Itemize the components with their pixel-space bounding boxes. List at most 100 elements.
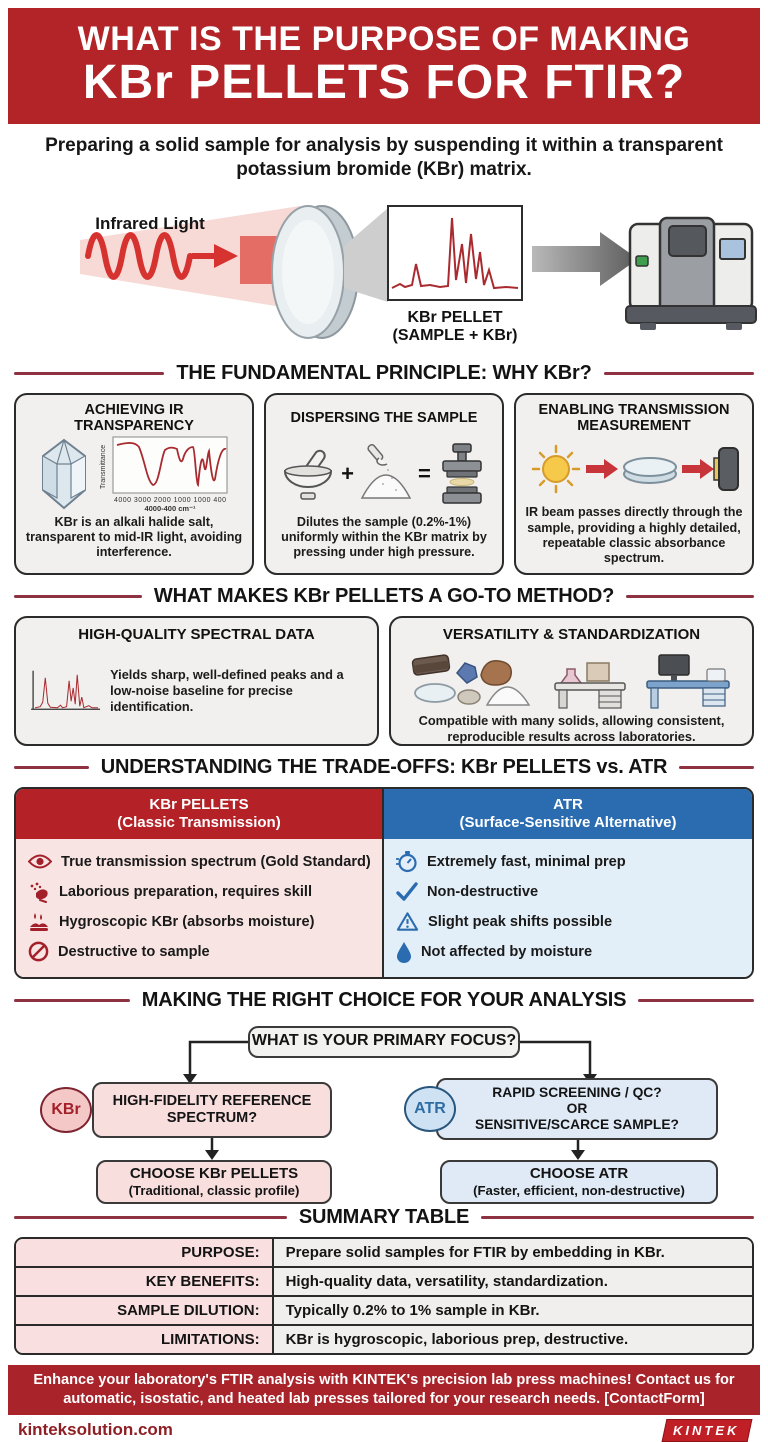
transmittance-chart: Transmittance 4000 3000 2000 1000 1000 4… bbox=[100, 435, 228, 513]
card-versatility: VERSATILITY & STANDARDIZATION bbox=[389, 615, 754, 746]
table-row: LIMITATIONS: KBr is hygroscopic, laborio… bbox=[16, 1325, 752, 1353]
detector-icon bbox=[713, 446, 739, 491]
atr-header-line1: ATR bbox=[553, 795, 583, 813]
section-title-text: THE FUNDAMENTAL PRINCIPLE: WHY KBr? bbox=[176, 361, 592, 384]
hand-prep-icon bbox=[30, 882, 48, 903]
cta-banner: Enhance your laboratory's FTIR analysis … bbox=[8, 1364, 760, 1415]
table-row: KEY BENEFITS: High-quality data, versati… bbox=[16, 1267, 752, 1297]
atr-question-line2: OR bbox=[566, 1100, 588, 1116]
moisture-icon bbox=[30, 912, 48, 931]
no-symbol-icon bbox=[28, 941, 49, 962]
row-label: Hygroscopic KBr (absorbs moisture) bbox=[59, 913, 315, 930]
chart-xlabel: 4000-400 cm⁻¹ bbox=[144, 504, 196, 513]
divider-line bbox=[14, 594, 142, 598]
row-label: Slight peak shifts possible bbox=[428, 913, 613, 930]
kbr-question-line1: HIGH-FIDELITY REFERENCE bbox=[112, 1092, 312, 1109]
table-row: True transmission spectrum (Gold Standar… bbox=[28, 847, 372, 877]
atr-question-line1: RAPID SCREENING / QC? bbox=[492, 1084, 662, 1100]
summary-label: KEY BENEFITS: bbox=[16, 1267, 274, 1295]
projection-cone bbox=[344, 207, 388, 302]
lab-bench-icon bbox=[553, 661, 626, 709]
row-label: Destructive to sample bbox=[58, 943, 210, 960]
card-body: KBr is an alkali halide salt, transparen… bbox=[25, 514, 243, 560]
pellet-label-line1: KBr PELLET bbox=[407, 309, 502, 326]
atr-question-line3: SENSITIVE/SCARCE SAMPLE? bbox=[475, 1116, 679, 1132]
page-title-line1: WHAT IS THE PURPOSE OF MAKING bbox=[77, 20, 691, 58]
divider-line bbox=[603, 371, 754, 375]
plus-sign: + bbox=[341, 460, 354, 486]
sun-icon bbox=[531, 444, 581, 494]
card-body: IR beam passes directly through the samp… bbox=[525, 505, 743, 566]
card-title: DISPERSING THE SAMPLE bbox=[290, 409, 478, 426]
row-label: True transmission spectrum (Gold Standar… bbox=[61, 853, 371, 870]
chart-ylabel: Transmittance bbox=[100, 444, 107, 488]
table-row: SAMPLE DILUTION: Typically 0.2% to 1% sa… bbox=[16, 1296, 752, 1326]
table-row: Hygroscopic KBr (absorbs moisture) bbox=[28, 907, 372, 937]
divider-line bbox=[14, 998, 130, 1002]
table-row: Not affected by moisture bbox=[396, 937, 742, 967]
stopwatch-icon bbox=[396, 851, 417, 873]
divider-line bbox=[14, 371, 165, 375]
tradeoffs-table: KBr PELLETS (Classic Transmission) ATR (… bbox=[14, 786, 754, 979]
card-dispersing: DISPERSING THE SAMPLE + = bbox=[264, 392, 504, 575]
warning-icon bbox=[396, 912, 419, 931]
root-question-text: WHAT IS YOUR PRIMARY FOCUS? bbox=[251, 1032, 517, 1050]
section-title-text: WHAT MAKES KBr PELLETS A GO-TO METHOD? bbox=[153, 584, 615, 607]
check-icon bbox=[396, 881, 418, 901]
divider-line bbox=[481, 1215, 755, 1219]
page-title-line2: KBr PELLETS FOR FTIR? bbox=[82, 55, 686, 109]
ir-wave-arrow-head bbox=[214, 243, 238, 268]
row-label: Non-destructive bbox=[427, 883, 539, 900]
mortar-pestle-icon bbox=[284, 449, 333, 500]
card-body: Compatible with many solids, allowing co… bbox=[418, 712, 725, 744]
atr-answer-box: CHOOSE ATR (Faster, efficient, non-destr… bbox=[440, 1159, 718, 1204]
section-title-goto: WHAT MAKES KBr PELLETS A GO-TO METHOD? bbox=[14, 584, 755, 608]
summary-table: PURPOSE: Prepare solid samples for FTIR … bbox=[14, 1236, 754, 1355]
table-row: Slight peak shifts possible bbox=[396, 907, 742, 937]
kbr-header-line1: KBr PELLETS bbox=[149, 795, 249, 813]
kbr-column: True transmission spectrum (Gold Standar… bbox=[16, 838, 384, 977]
root-question-box: WHAT IS YOUR PRIMARY FOCUS? bbox=[248, 1025, 520, 1058]
summary-value: High-quality data, versatility, standard… bbox=[273, 1267, 752, 1295]
card-title: VERSATILITY & STANDARDIZATION bbox=[442, 625, 701, 643]
divider-line bbox=[638, 998, 754, 1002]
section-title-choice: MAKING THE RIGHT CHOICE FOR YOUR ANALYSI… bbox=[14, 989, 754, 1012]
arrow-right-icon bbox=[586, 458, 618, 479]
kbr-header-line2: (Classic Transmission) bbox=[117, 813, 281, 831]
atr-answer-line1: CHOOSE ATR bbox=[529, 1165, 629, 1183]
divider-line bbox=[14, 765, 89, 769]
card-title: ENABLING TRANSMISSION MEASUREMENT bbox=[538, 401, 730, 434]
kbr-question-line2: SPECTRUM? bbox=[166, 1109, 258, 1126]
beam-label: Infrared Light bbox=[95, 214, 205, 233]
row-label: Laborious preparation, requires skill bbox=[59, 883, 313, 900]
summary-value: Typically 0.2% to 1% sample in KBr. bbox=[273, 1296, 752, 1324]
goto-cards: HIGH-QUALITY SPECTRAL DATA Yields sharp,… bbox=[14, 615, 754, 746]
intro-text: Preparing a solid sample for analysis by… bbox=[45, 135, 723, 180]
divider-line bbox=[626, 594, 755, 598]
summary-value: Prepare solid samples for FTIR by embedd… bbox=[273, 1238, 752, 1266]
summary-label: SAMPLE DILUTION: bbox=[16, 1296, 274, 1324]
kbr-question-box: HIGH-FIDELITY REFERENCE SPECTRUM? bbox=[92, 1081, 332, 1138]
website-link[interactable]: kinteksolution.com bbox=[18, 1420, 173, 1440]
arrow-right-icon bbox=[682, 458, 714, 479]
footer-bar: kinteksolution.com KINTEK bbox=[8, 1415, 760, 1442]
kbr-answer-box: CHOOSE KBr PELLETS (Traditional, classic… bbox=[96, 1159, 332, 1204]
card-ir-transparency: ACHIEVING IR TRANSPARENCY Transmittance … bbox=[14, 392, 254, 575]
summary-label: LIMITATIONS: bbox=[16, 1325, 274, 1353]
atr-answer-line2: (Faster, efficient, non-destructive) bbox=[473, 1182, 685, 1198]
row-label: Extremely fast, minimal prep bbox=[427, 853, 626, 870]
kbr-badge: KBr bbox=[40, 1086, 92, 1133]
powder-pile-icon bbox=[360, 443, 412, 499]
table-row: Non-destructive bbox=[396, 877, 742, 907]
principle-cards: ACHIEVING IR TRANSPARENCY Transmittance … bbox=[14, 392, 754, 575]
pellet-label-line2: (SAMPLE + KBr) bbox=[393, 327, 518, 344]
card-title: HIGH-QUALITY SPECTRAL DATA bbox=[78, 625, 315, 643]
divider-line bbox=[14, 1215, 287, 1219]
card-body: Dilutes the sample (0.2%-1%) uniformly w… bbox=[281, 514, 487, 560]
row-label: Not affected by moisture bbox=[421, 943, 593, 960]
flowchart-connectors bbox=[183, 1040, 597, 1160]
ftir-flow-svg: Infrared Light KBr PELLET (SAMPLE + KBr) bbox=[80, 204, 757, 344]
card-title: ACHIEVING IR TRANSPARENCY bbox=[74, 401, 194, 434]
section-title-text: SUMMARY TABLE bbox=[298, 1205, 470, 1228]
sharp-peaks-chart bbox=[31, 670, 101, 710]
